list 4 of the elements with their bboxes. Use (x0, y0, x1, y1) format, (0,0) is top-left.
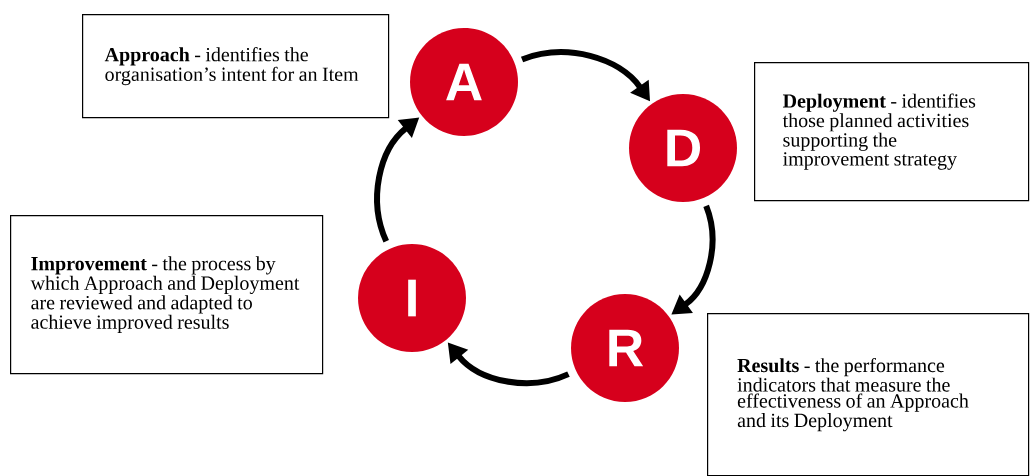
text-box: Approach - identifies the organisation’s intent for an Item (82, 14, 390, 119)
text-box: Improvement - the process by which Approach and Deployment are reviewed and adapted to achieve improved results (10, 215, 324, 375)
text-box: Results - the performance indicators that measure the effectiveness of an Approach and its Deployment (707, 313, 1030, 476)
text-box: Deployment - identifies those planned activities supporting the improvement strategy (754, 62, 1030, 202)
